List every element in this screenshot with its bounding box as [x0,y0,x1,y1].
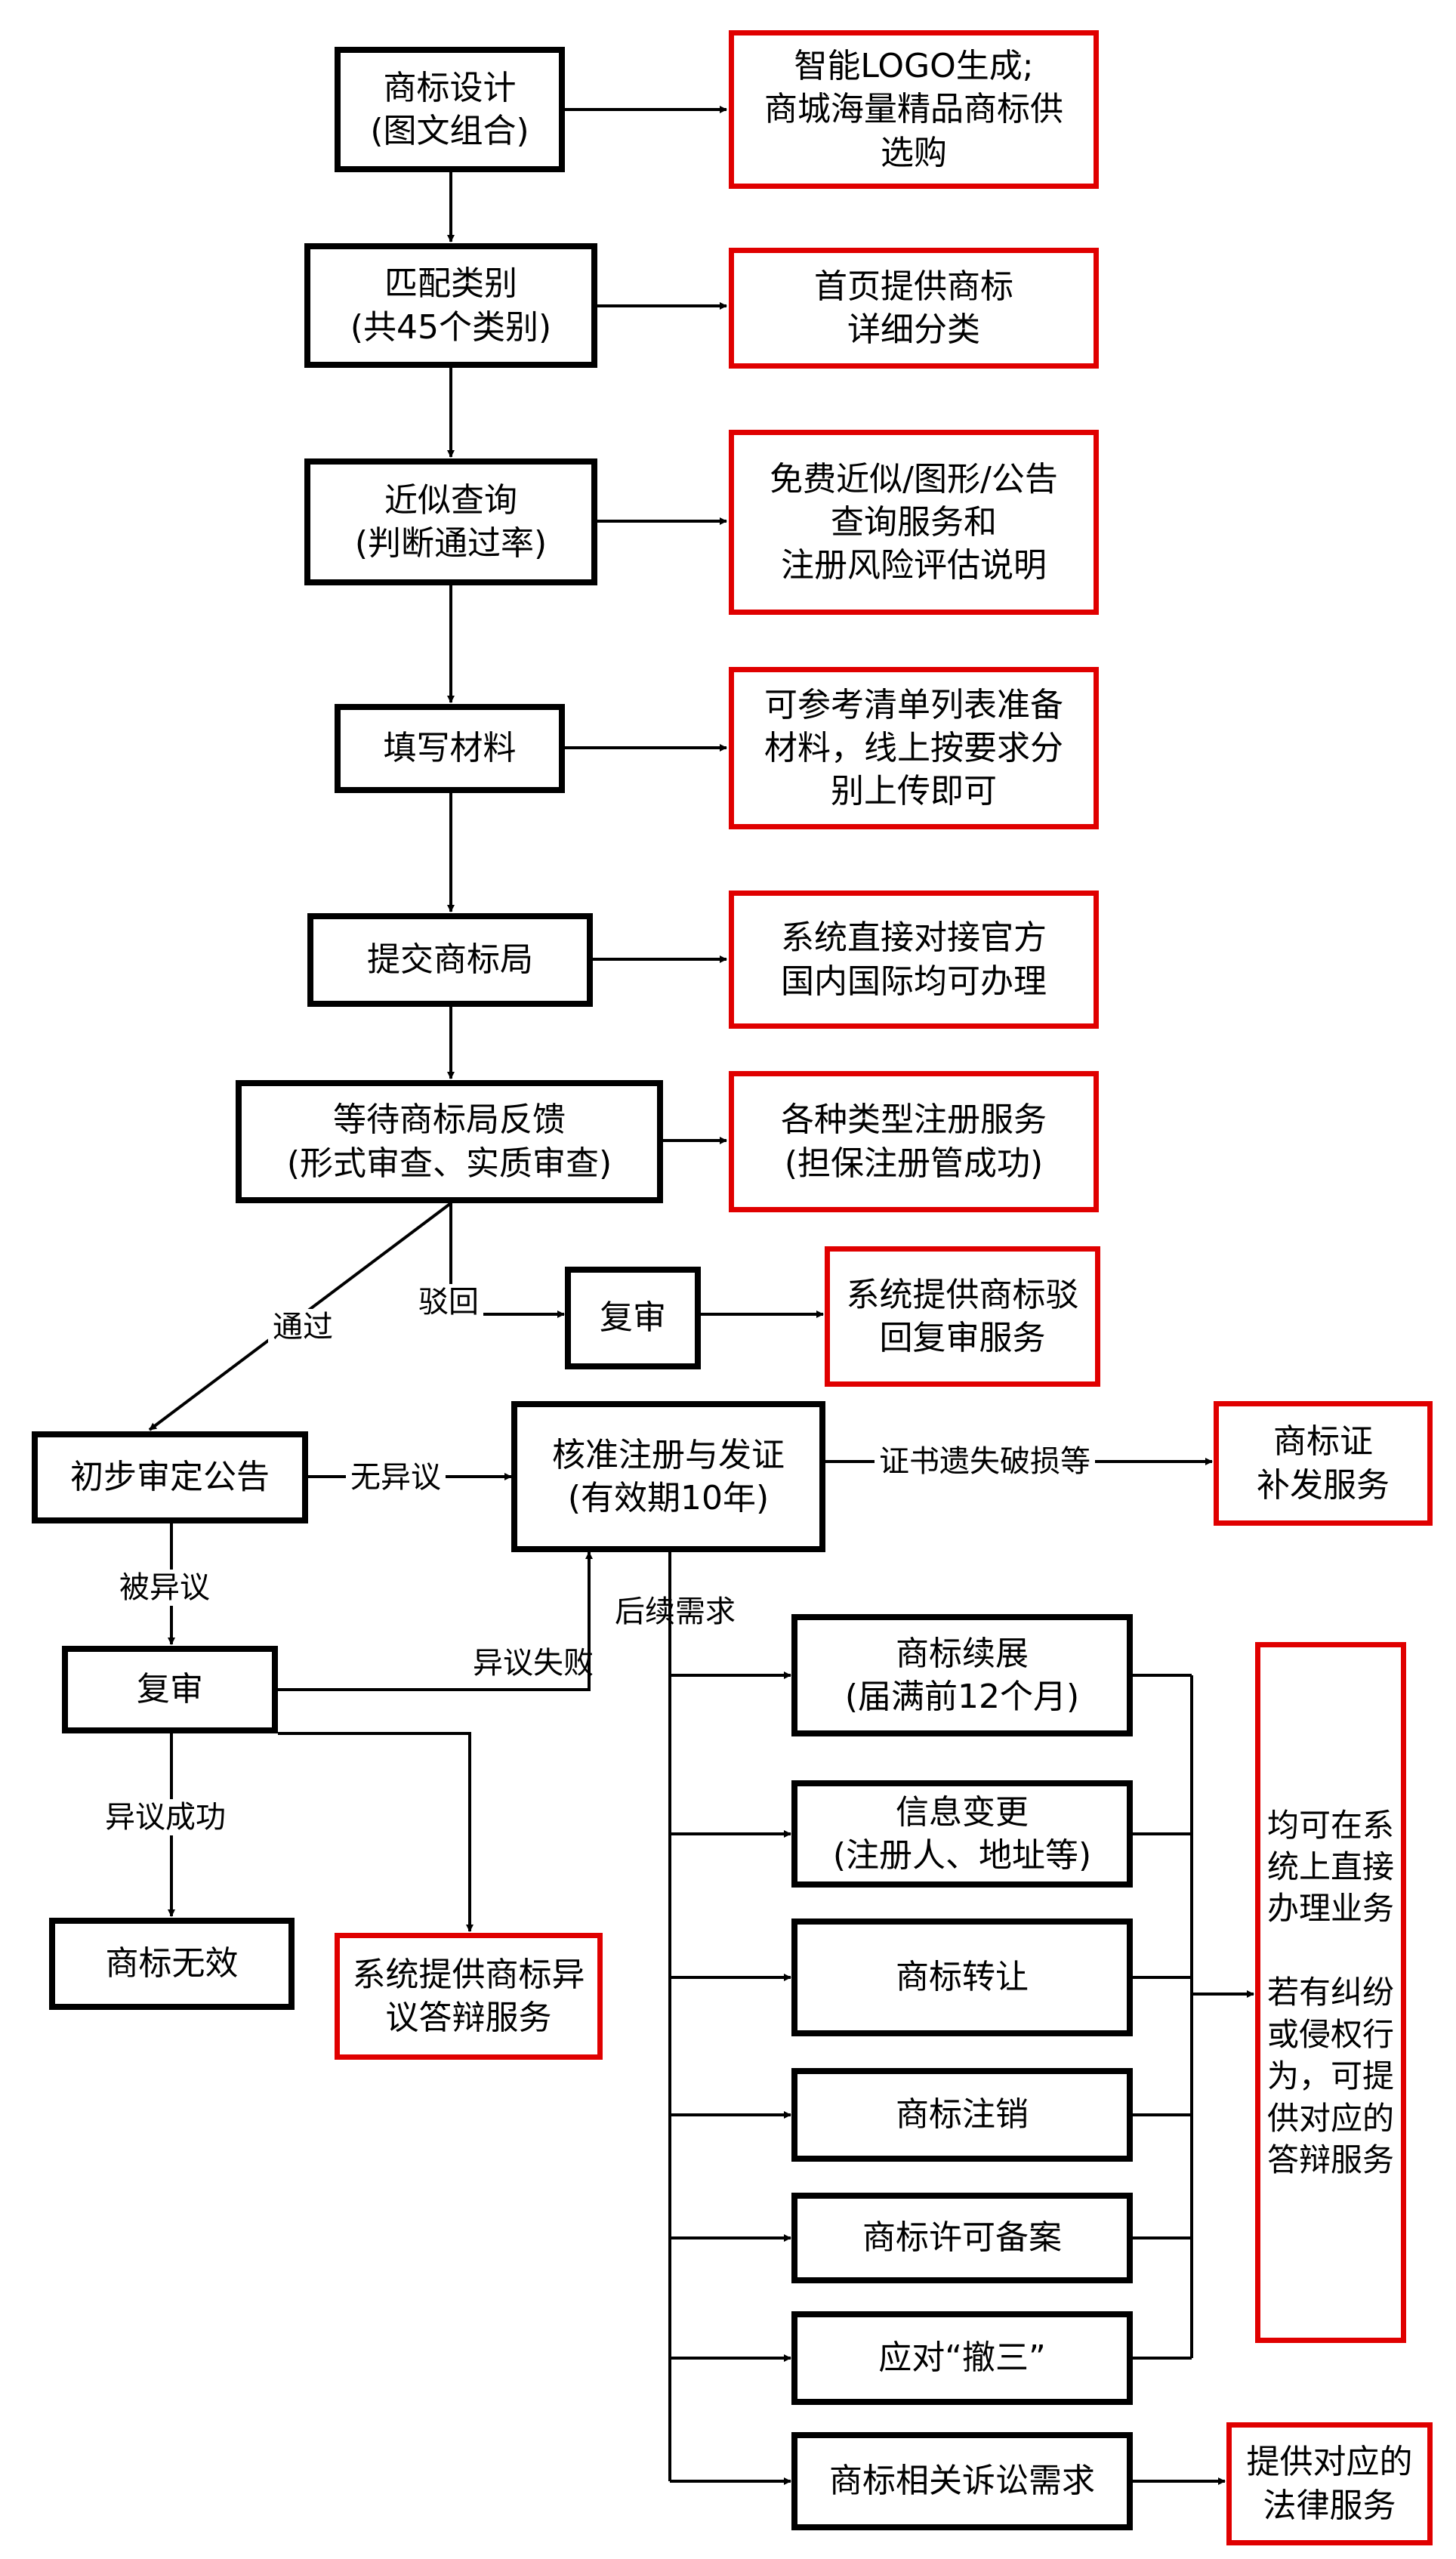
step-review1: 复审 [565,1267,701,1369]
followup-renewal: 商标续展 (届满前12个月) [791,1614,1133,1736]
service-legal: 提供对应的 法律服务 [1226,2422,1433,2545]
followup-litigation: 商标相关诉讼需求 [791,2432,1133,2530]
service-fill: 可参考清单列表准备 材料，线上按要求分 别上传即可 [729,667,1099,829]
step-review2: 复审 [62,1646,278,1733]
label-pass: 通过 [268,1309,338,1345]
step-match: 匹配类别 (共45个类别) [304,243,597,368]
arrow-objection-service [278,1732,474,1932]
service-match: 首页提供商标 详细分类 [729,248,1099,369]
service-review1: 系统提供商标驳 回复审服务 [825,1246,1100,1387]
service-wait: 各种类型注册服务 (担保注册管成功) [729,1071,1099,1212]
step-fill: 填写材料 [335,704,565,793]
step-submit: 提交商标局 [307,913,593,1007]
step-search: 近似查询 (判断通过率) [304,458,597,585]
step-wait: 等待商标局反馈 (形式审查、实质审查) [236,1080,663,1203]
label-cert-lost: 证书遗失破损等 [875,1443,1095,1480]
label-reject: 驳回 [414,1284,483,1320]
followup-revoke: 应对“撤三” [791,2311,1133,2405]
label-objection-success: 异议成功 [100,1799,230,1835]
step-approve: 核准注册与发证 (有效期10年) [511,1401,825,1552]
followup-transfer: 商标转让 [791,1918,1133,2036]
service-search: 免费近似/图形/公告 查询服务和 注册风险评估说明 [729,430,1099,615]
followup-cancel: 商标注销 [791,2068,1133,2162]
step-design: 商标设计 (图文组合) [335,47,565,172]
step-announce: 初步审定公告 [32,1431,308,1523]
arrow-objection-failed [278,1551,593,1691]
label-objected: 被异议 [115,1570,214,1606]
step-invalid: 商标无效 [49,1918,295,2010]
label-followup-needs: 后续需求 [615,1594,736,1629]
followup-info-change: 信息变更 (注册人、地址等) [791,1780,1133,1888]
label-objection-failed: 异议失败 [473,1646,594,1681]
service-design: 智能LOGO生成; 商城海量精品商标供 选购 [729,30,1099,189]
service-online: 均可在系 统上直接 办理业务 若有纠纷 或侵权行 为，可提 供对应的 答辩服务 [1255,1642,1406,2343]
label-no-objection: 无异议 [346,1459,446,1496]
service-certificate: 商标证 补发服务 [1214,1401,1433,1526]
service-submit: 系统直接对接官方 国内国际均可办理 [729,891,1099,1029]
followup-license: 商标许可备案 [791,2193,1133,2283]
service-objection: 系统提供商标异 议答辩服务 [335,1933,603,2060]
